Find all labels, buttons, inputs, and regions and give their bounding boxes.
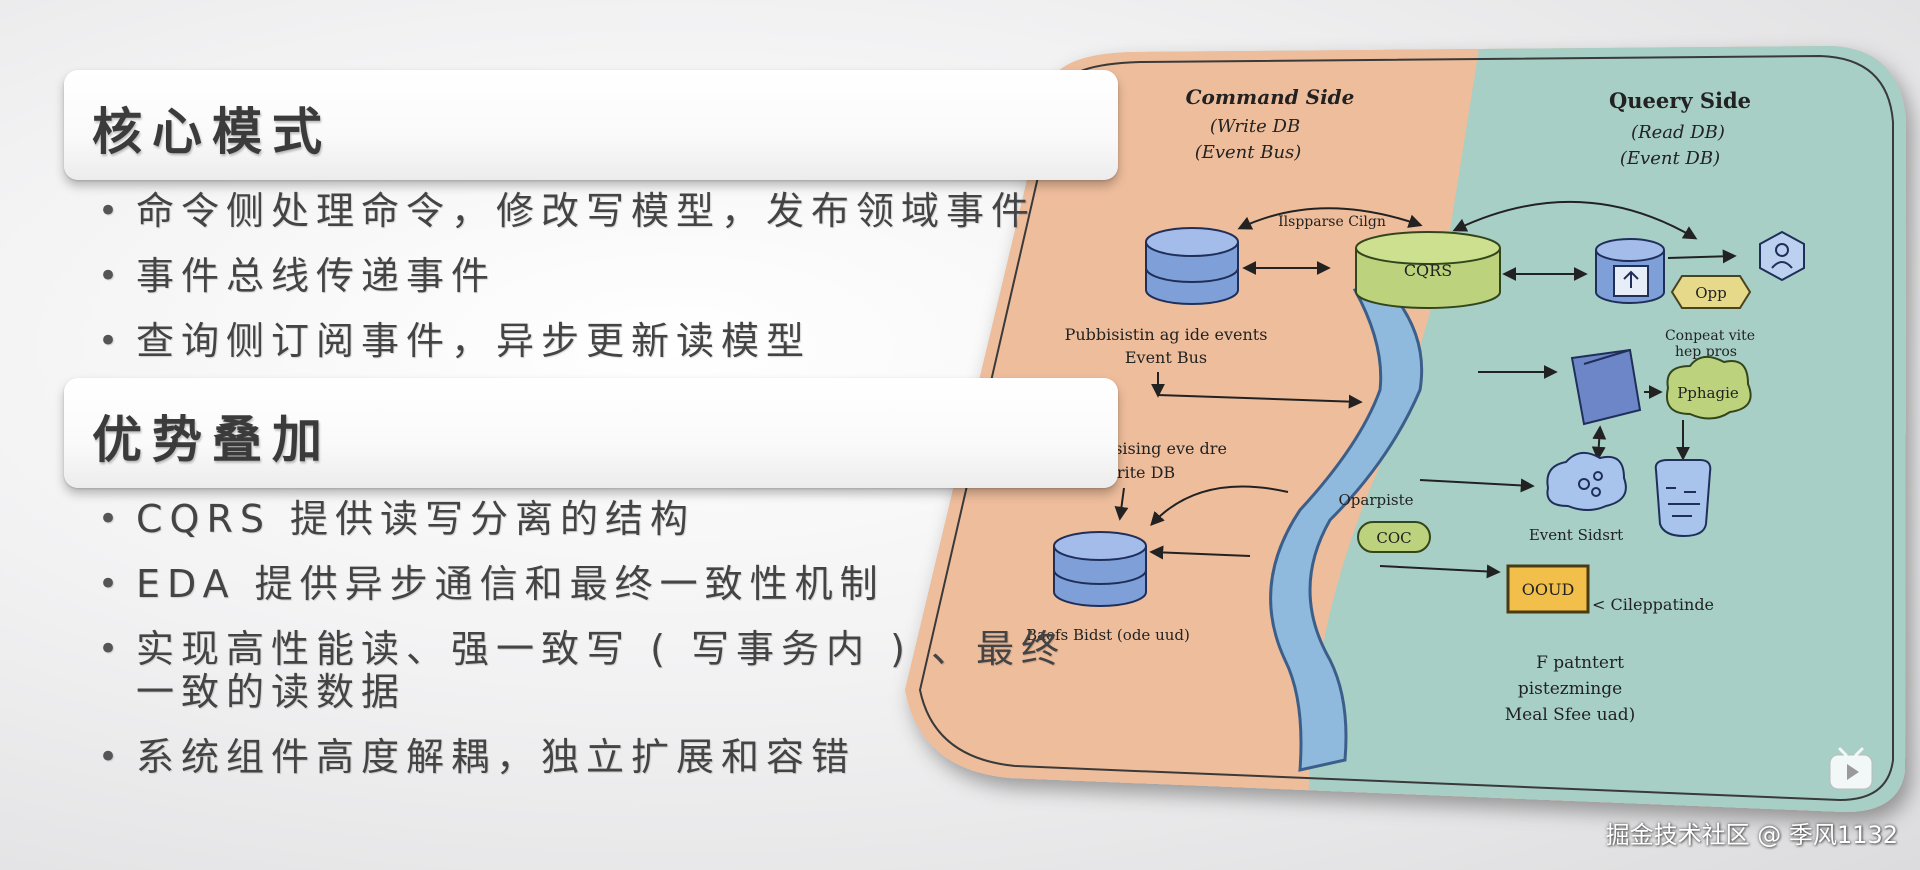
query-side-line2: (Event DB): [1620, 148, 1720, 169]
list-item: •事件总线传递事件: [96, 255, 1036, 298]
bullet-icon: •: [98, 737, 126, 777]
query-side-title: Queery Side: [1609, 88, 1751, 113]
bullet-icon: •: [98, 256, 126, 296]
bullet-icon: •: [98, 564, 126, 604]
list-item-text: 系统组件高度解耦，独立扩展和容错: [136, 735, 857, 779]
bullet-icon: •: [98, 191, 126, 231]
label-cileppatinde: < Cileppatinde: [1592, 595, 1714, 614]
list-item-text: 查询侧订阅事件，异步更新读模型: [136, 319, 812, 363]
core-pattern-list: •命令侧处理命令，修改写模型，发布领域事件 •事件总线传递事件 •查询侧订阅事件…: [96, 190, 1036, 385]
list-item: •EDA 提供异步通信和最终一致性机制: [96, 563, 1066, 606]
coc-node-icon: [1357, 521, 1431, 553]
label-oparpiste: Oparpiste: [1338, 491, 1413, 509]
list-item-text: 命令侧处理命令，修改写模型，发布领域事件: [136, 189, 1037, 233]
bullet-icon: •: [98, 321, 126, 361]
section-header-core-pattern: 核心模式: [64, 70, 1118, 180]
label-raising-1: isising eve dre: [1109, 439, 1227, 458]
label-meal-sfee: Meal Sfee uad): [1505, 705, 1636, 725]
label-pphagie: Pphagie: [1677, 384, 1739, 402]
user-node-icon: [1759, 230, 1805, 282]
label-top-arrow: Ilspparse Cilgn: [1278, 214, 1386, 230]
video-play-icon[interactable]: [1826, 746, 1876, 796]
list-item: •系统组件高度解耦，独立扩展和容错: [96, 736, 1066, 779]
query-side-line1: (Read DB): [1631, 122, 1725, 143]
label-event-sidsrt: Event Sidsrt: [1529, 526, 1623, 544]
read-db-icon: [1595, 238, 1665, 304]
label-base-db: Baefs Bidst (ode uud): [1026, 626, 1190, 644]
list-item-text: 实现高性能读、强一致写 ( 写事务内 ) 、最终一致的读数据: [136, 627, 1066, 714]
event-sidsrt-node-icon: [1546, 451, 1627, 511]
list-item: •CQRS 提供读写分离的结构: [96, 498, 1066, 541]
ooud-node-icon: [1506, 564, 1590, 614]
section-header-advantages: 优势叠加: [64, 378, 1118, 488]
advantages-list: •CQRS 提供读写分离的结构 •EDA 提供异步通信和最终一致性机制 •实现高…: [96, 498, 1066, 801]
label-compete-1: Conpeat vite: [1665, 328, 1755, 344]
list-item-text: EDA 提供异步通信和最终一致性机制: [136, 562, 885, 606]
label-ooud: OOUD: [1522, 580, 1575, 599]
command-side-line2: (Event Bus): [1195, 142, 1302, 163]
query-curved-arrow: [1452, 200, 1698, 240]
watermark: 掘金技术社区 @ 季风1132: [1605, 821, 1898, 849]
query-node-icon: [1654, 459, 1712, 538]
section-title-core-pattern: 核心模式: [92, 103, 332, 161]
list-item: •实现高性能读、强一致写 ( 写事务内 ) 、最终一致的读数据: [96, 628, 1066, 714]
label-opp: Opp: [1695, 284, 1727, 302]
list-item-text: 事件总线传递事件: [136, 254, 497, 298]
list-item: •查询侧订阅事件，异步更新读模型: [96, 320, 1036, 363]
top-curved-arrow: [1237, 207, 1423, 230]
bullet-icon: •: [98, 499, 126, 539]
label-publish-2: Event Bus: [1125, 348, 1207, 367]
list-item: •命令侧处理命令，修改写模型，发布领域事件: [96, 190, 1036, 233]
label-publish-1: Pubbisistin ag ide events: [1065, 325, 1268, 344]
bullet-icon: •: [98, 629, 126, 669]
label-pistezminge: pistezminge: [1518, 679, 1622, 699]
document-node-icon: [1570, 348, 1642, 426]
cqrs-node-icon: [1355, 231, 1501, 309]
command-side-line1: (Write DB: [1210, 116, 1300, 137]
list-item-text: CQRS 提供读写分离的结构: [136, 497, 696, 541]
event-river: [1269, 278, 1424, 772]
write-db-icon: [1145, 227, 1239, 305]
pphagie-node-icon: [1666, 355, 1752, 420]
label-cqrs: CQRS: [1404, 261, 1452, 280]
command-side-title: Command Side: [1186, 85, 1355, 109]
opp-node-icon: [1670, 275, 1752, 309]
label-f-patntert: F patntert: [1536, 653, 1624, 673]
label-raising-2: rite DB: [1117, 463, 1175, 482]
label-coc: COC: [1376, 529, 1411, 547]
section-title-advantages: 优势叠加: [92, 411, 332, 469]
label-compete-2: hep pros: [1675, 344, 1737, 360]
base-db-icon: [1053, 531, 1147, 607]
